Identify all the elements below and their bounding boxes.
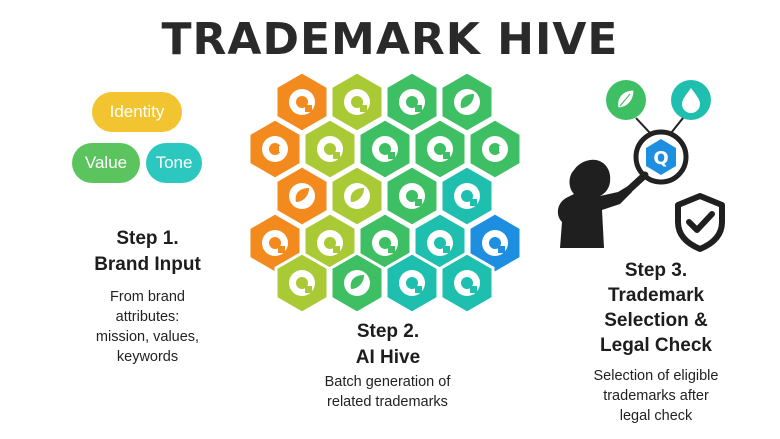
hive-cell	[274, 251, 330, 315]
step2-description: Batch generation of related trademarks	[324, 374, 451, 410]
step3-heading: Step 3. Trademark Selection & Legal Chec…	[600, 260, 712, 356]
hive-cell	[274, 164, 330, 228]
hive-cell	[357, 211, 413, 275]
hive-cell	[439, 251, 495, 315]
identity-label: Identity	[109, 102, 165, 121]
hive-cell	[439, 70, 495, 134]
hive-cell	[357, 117, 413, 181]
tone-pill: Tone	[146, 143, 202, 183]
step1-description: From brand attributes: mission, values, …	[95, 289, 200, 365]
svg-text:Q: Q	[653, 148, 668, 169]
hive-cell	[467, 117, 523, 181]
hive-cell	[384, 251, 440, 315]
step1-heading: Step 1. Brand Input	[94, 228, 201, 275]
person-silhouette-icon	[557, 159, 632, 248]
q-hex-icon	[646, 139, 676, 175]
value-label: Value	[84, 153, 128, 172]
step3-description: Selection of eligible trademarks after l…	[593, 368, 719, 424]
value-pill: Value	[72, 143, 140, 183]
step2-heading: Step 2. AI Hive	[355, 321, 421, 368]
hive-cell	[384, 164, 440, 228]
hive-cell	[384, 70, 440, 134]
hive-cell	[329, 251, 385, 315]
hive-cell	[439, 164, 495, 228]
hive-cell	[467, 211, 523, 275]
hive-cell	[302, 117, 358, 181]
hive-cell	[329, 164, 385, 228]
leaf-icon	[617, 89, 635, 109]
drop-icon	[682, 88, 700, 113]
page-title: TRADEMARK HIVE	[161, 14, 619, 65]
hive-cell	[274, 70, 330, 134]
hive-cell	[329, 70, 385, 134]
tone-label: Tone	[155, 153, 193, 172]
hive-cell	[247, 117, 303, 181]
identity-pill: Identity	[92, 92, 182, 132]
hive-cell	[412, 117, 468, 181]
